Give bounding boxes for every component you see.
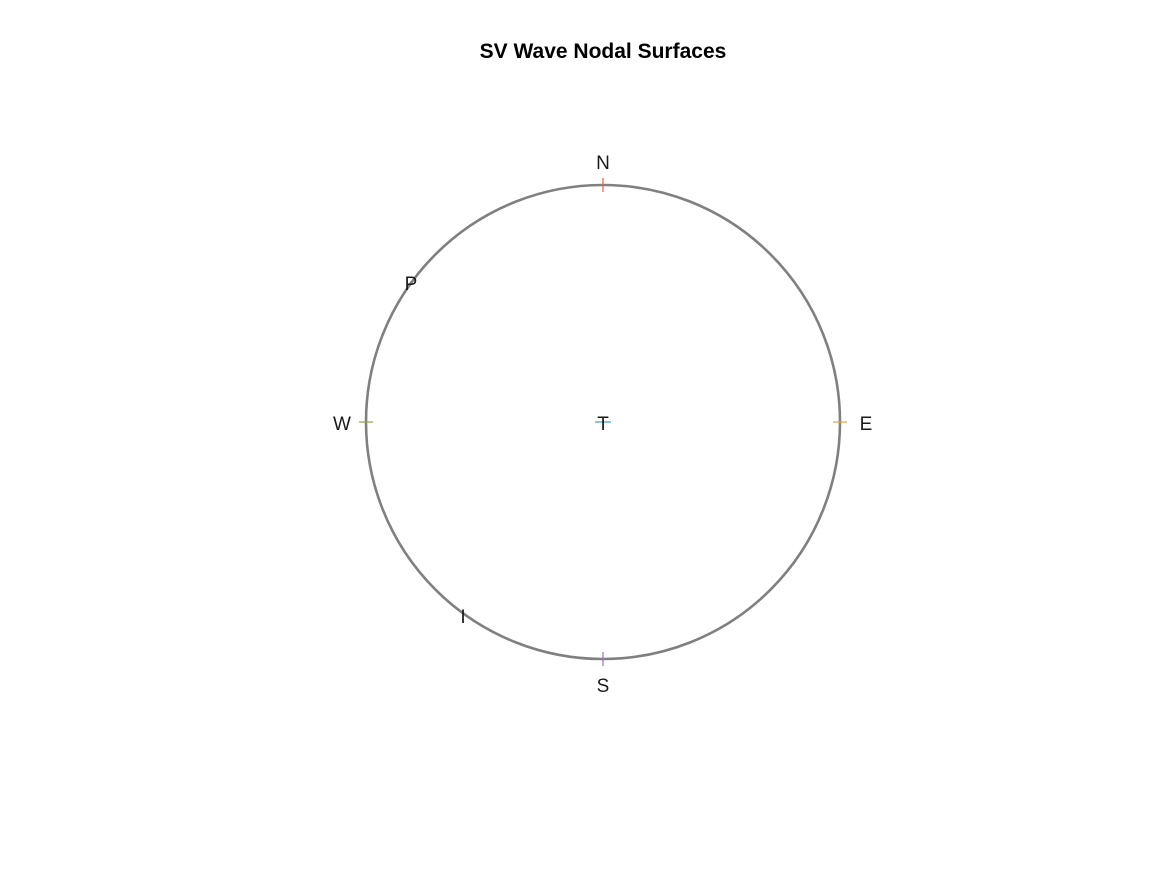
i-axis-label: I [460,607,465,628]
diagram-title: SV Wave Nodal Surfaces [480,40,727,63]
compass-label-south: S [597,676,610,697]
compass-label-east: E [860,414,873,435]
p-axis-label: P [405,274,418,295]
compass-label-west: W [333,414,351,435]
compass-label-north: N [596,153,610,174]
t-axis-label: T [597,414,609,435]
